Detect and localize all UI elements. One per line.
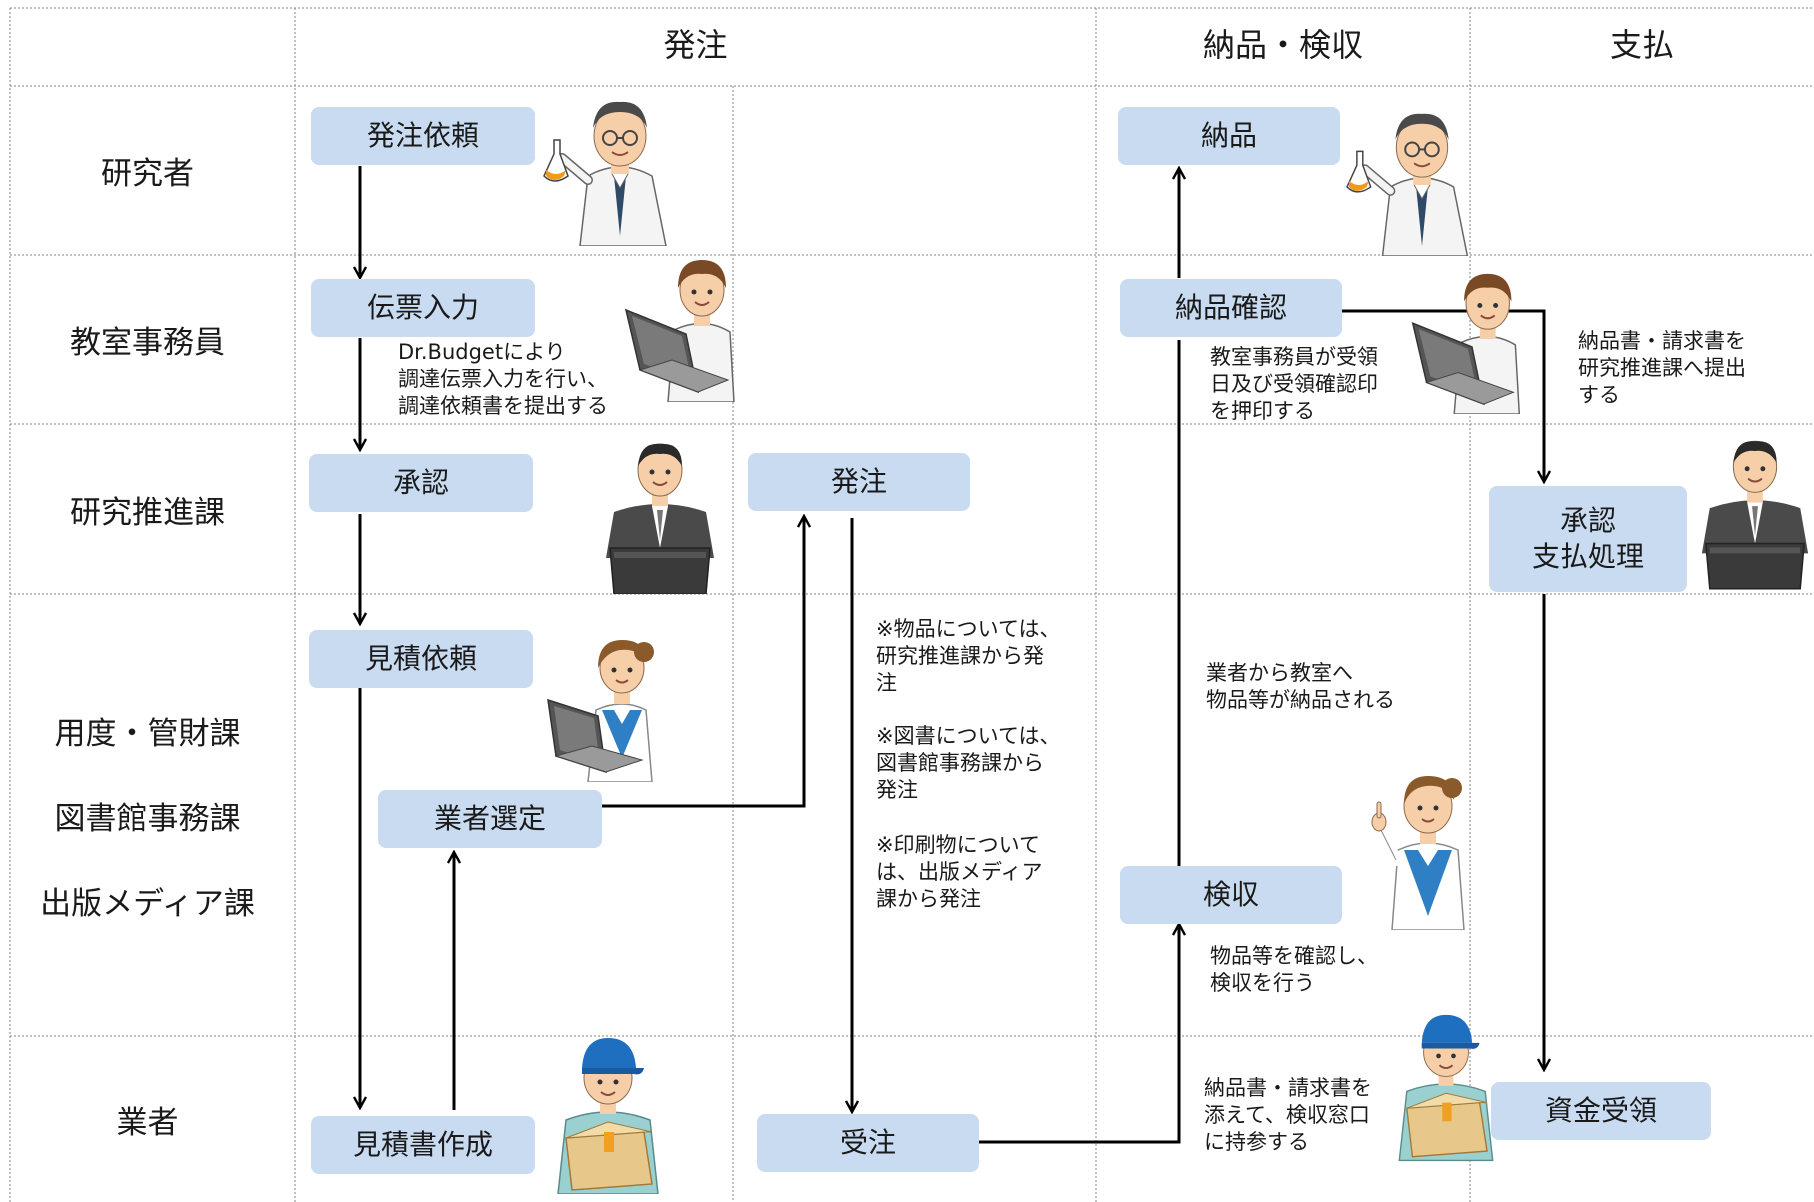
arrow-vendor-select-to-order bbox=[600, 516, 804, 808]
staff-woman-at-laptop-icon bbox=[547, 640, 654, 782]
box-order-receive: 受注 bbox=[757, 1114, 979, 1172]
note-prints: ※印刷物について は、出版メディア 課から発注 bbox=[876, 833, 1043, 911]
delivery-worker-with-box-icon bbox=[557, 1038, 659, 1194]
note-drbudget: Dr.Budgetにより 調達伝票入力を行い、 調達依頼書を提出する bbox=[398, 340, 608, 418]
lane-researcher: 研究者 bbox=[101, 156, 194, 192]
header-delivery: 納品・検収 bbox=[1202, 26, 1363, 64]
box-quote-create: 見積書作成 bbox=[311, 1116, 535, 1174]
scientist-with-flask-icon-2 bbox=[1346, 113, 1469, 256]
box-slip-input: 伝票入力 bbox=[311, 279, 535, 337]
note-submit-invoice: 納品書・請求書を 研究推進課へ提出 する bbox=[1578, 329, 1746, 407]
box-approval: 承認 bbox=[309, 454, 533, 512]
box-delivery: 納品 bbox=[1118, 107, 1340, 165]
clerk-at-desk-icon bbox=[606, 443, 714, 594]
lane-vendor: 業者 bbox=[116, 1104, 179, 1141]
lane-procurement-3: 出版メディア課 bbox=[40, 885, 255, 922]
scientist-with-flask-icon bbox=[543, 101, 667, 246]
arrow-confirm-to-payment-approval bbox=[1342, 309, 1544, 482]
note-receipt-stamp: 教室事務員が受領 日及び受領確認印 を押印する bbox=[1210, 345, 1378, 423]
box-order: 発注 bbox=[748, 453, 970, 511]
clerk-at-desk-icon-2 bbox=[1701, 440, 1809, 590]
box-quote-request: 見積依頼 bbox=[309, 630, 533, 688]
lane-procurement-1: 用度・管財課 bbox=[54, 715, 241, 752]
note-bring: 納品書・請求書を 添えて、検収窓口 に持参する bbox=[1204, 1076, 1372, 1154]
staff-woman-pointing-icon bbox=[1371, 776, 1465, 930]
delivery-worker-with-box-icon-2 bbox=[1398, 1014, 1494, 1162]
lane-promotion: 研究推進課 bbox=[70, 494, 225, 531]
note-goods: ※物品については、 研究推進課から発 注 bbox=[876, 617, 1061, 695]
office-staff-with-laptop-icon-2 bbox=[1411, 273, 1521, 414]
box-delivery-confirm: 納品確認 bbox=[1120, 279, 1342, 337]
header-payment: 支払 bbox=[1609, 26, 1674, 64]
note-vendor-to-lab: 業者から教室へ 物品等が納品される bbox=[1206, 661, 1395, 712]
box-fund-receipt: 資金受領 bbox=[1491, 1082, 1711, 1140]
header-order: 発注 bbox=[663, 26, 728, 64]
lane-procurement: 用度・管財課 図書館事務課 出版メディア課 bbox=[0, 594, 295, 1036]
box-approval-payment: 承認 支払処理 bbox=[1489, 486, 1687, 592]
note-inspect: 物品等を確認し、 検収を行う bbox=[1210, 944, 1378, 995]
arrow-receive-to-inspection bbox=[978, 924, 1179, 1144]
box-inspection: 検収 bbox=[1120, 866, 1342, 924]
box-vendor-select: 業者選定 bbox=[378, 790, 602, 848]
lane-office-staff: 教室事務員 bbox=[70, 325, 225, 361]
lane-procurement-2: 図書館事務課 bbox=[54, 800, 241, 837]
office-staff-with-laptop-icon bbox=[624, 260, 735, 402]
box-order-request: 発注依頼 bbox=[311, 107, 535, 165]
note-books: ※図書については、 図書館事務課から 発注 bbox=[876, 724, 1061, 802]
